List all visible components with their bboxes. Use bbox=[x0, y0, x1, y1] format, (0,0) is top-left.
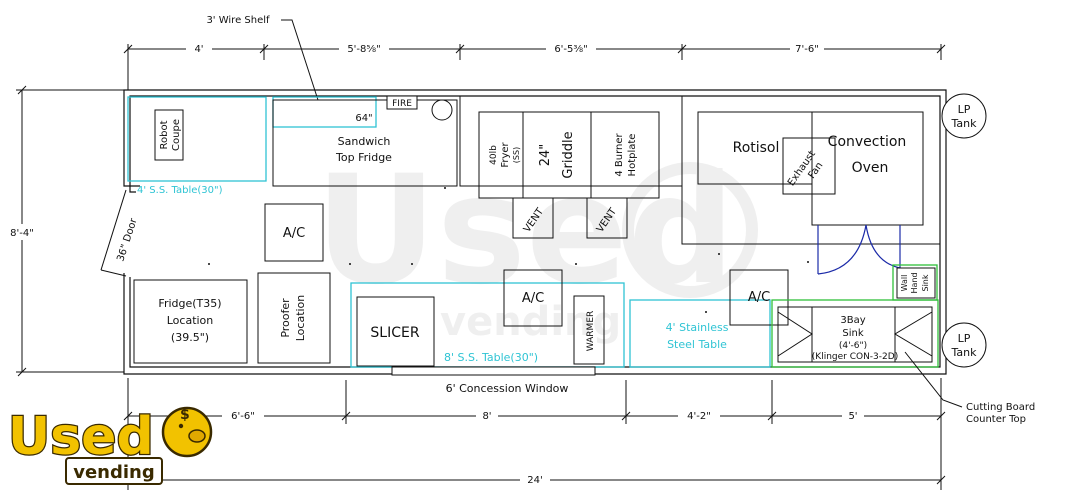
hand-sink-zone bbox=[892, 264, 938, 301]
convection-oven bbox=[811, 111, 924, 226]
fryer-label-3: (SS) bbox=[512, 147, 521, 163]
shelf-64-label: 64" bbox=[355, 113, 372, 124]
dim-bottom-1: 6'-6" bbox=[231, 411, 255, 422]
hand-sink-label-2: Hand bbox=[910, 272, 919, 293]
ac-label-1: A/C bbox=[283, 226, 305, 241]
cutting-board-leader bbox=[904, 351, 963, 408]
three-bay-sink bbox=[777, 306, 933, 363]
ss-table-8ft-label: 8' S.S. Table(30") bbox=[444, 351, 538, 364]
ss-table-4ft-label: 4' S.S. Table(30") bbox=[137, 185, 223, 196]
hand-sink-label-3: Sink bbox=[921, 274, 930, 291]
dim-top-1: 4' bbox=[194, 44, 203, 55]
top-dimension-labels: 4' 5'-8⅝" 6'-5⅜" 7'-6" bbox=[186, 40, 824, 56]
stainless-table-4ft bbox=[629, 299, 771, 368]
bottom-dimension-labels: 6'-6" 8' 4'-2" 5' 24' bbox=[222, 409, 864, 487]
height-label: 8'-4" bbox=[10, 228, 34, 239]
fridge-location bbox=[133, 279, 248, 364]
vent-2 bbox=[586, 197, 628, 239]
dim-top-2: 5'-8⅝" bbox=[347, 44, 380, 55]
sink-label-1: 3Bay bbox=[840, 315, 865, 326]
lp-label-2a: LP bbox=[958, 332, 971, 345]
exhaust-fan bbox=[782, 137, 836, 195]
oven-zone bbox=[681, 95, 941, 245]
griddle-label-2: Griddle bbox=[561, 131, 576, 178]
slicer bbox=[356, 296, 435, 367]
wall-hand-sink bbox=[896, 267, 936, 299]
cutting-board-label-2: Counter Top bbox=[966, 414, 1026, 425]
convection-label-1: Convection bbox=[828, 134, 907, 150]
stainless-label-1: 4' Stainless bbox=[666, 321, 729, 334]
fridge-label-2: Location bbox=[167, 314, 214, 327]
ac-label-2: A/C bbox=[522, 291, 544, 306]
stainless-label-2: Steel Table bbox=[667, 338, 727, 351]
hotplate-label-2: Hotplate bbox=[627, 134, 638, 177]
robot-coupe-label-2: Coupe bbox=[171, 119, 182, 151]
warmer-label: WARMER bbox=[586, 311, 596, 352]
fridge-label-3: (39.5") bbox=[171, 331, 209, 344]
sandwich-top-fridge bbox=[272, 99, 458, 187]
watermark: Used vending bbox=[315, 144, 758, 345]
dim-overall: 24' bbox=[527, 475, 542, 486]
fire-label: FIRE bbox=[392, 99, 412, 109]
door bbox=[100, 189, 127, 277]
dim-bottom-4: 5' bbox=[848, 411, 857, 422]
sink-label-4: (Klinger CON-3-2D) bbox=[812, 352, 898, 362]
proofer-label-2: Location bbox=[294, 295, 307, 342]
ss-table-4ft bbox=[127, 96, 267, 182]
svg-text:Used: Used bbox=[315, 144, 735, 318]
griddle-label-1: 24" bbox=[538, 144, 553, 167]
dim-bottom-2: 8' bbox=[482, 411, 491, 422]
oven-doors bbox=[817, 224, 901, 275]
wire-shelf-leader bbox=[281, 19, 319, 101]
lp-label-2b: Tank bbox=[951, 346, 978, 359]
vent-1 bbox=[512, 197, 554, 239]
svg-text:$: $ bbox=[180, 407, 190, 423]
ac-unit-3 bbox=[729, 269, 789, 326]
used-vending-logo: Used $ vending bbox=[7, 406, 213, 485]
dim-bottom-3: 4'-2" bbox=[687, 411, 711, 422]
sandwich-label-1: Sandwich bbox=[338, 135, 391, 148]
lp-label-1a: LP bbox=[958, 103, 971, 116]
concession-window-label: 6' Concession Window bbox=[446, 382, 569, 395]
robot-coupe-label-1: Robot bbox=[159, 120, 170, 149]
fire-extinguisher bbox=[386, 95, 418, 110]
dim-top-3: 6'-5⅜" bbox=[554, 44, 587, 55]
ac-label-3: A/C bbox=[748, 290, 770, 305]
hand-sink-label-1: Wall bbox=[900, 275, 909, 292]
fryer-label-2: Fryer bbox=[500, 141, 511, 167]
rotisol-label: Rotisol bbox=[733, 140, 780, 156]
fryer-label-1: 40lb bbox=[489, 145, 499, 165]
sink-label-3: (4'-6") bbox=[839, 341, 867, 351]
concession-window bbox=[391, 366, 596, 376]
floor-drain bbox=[431, 99, 453, 121]
wire-shelf-callout: 3' Wire Shelf bbox=[206, 15, 270, 26]
cutting-board-counter bbox=[771, 299, 939, 368]
robot-coupe bbox=[154, 109, 184, 161]
pig-icon bbox=[161, 406, 213, 458]
cutting-board-label-1: Cutting Board bbox=[966, 402, 1035, 413]
hotplate-label-1: 4 Burner bbox=[614, 132, 625, 176]
reference-dots bbox=[208, 187, 809, 313]
proofer-label-1: Proofer bbox=[279, 298, 292, 338]
svg-text:vending: vending bbox=[73, 462, 155, 483]
warmer bbox=[573, 295, 605, 365]
fridge-label-1: Fridge(T35) bbox=[158, 297, 221, 310]
convection-label-2: Oven bbox=[852, 160, 889, 176]
sink-label-2: Sink bbox=[842, 328, 863, 339]
slicer-label: SLICER bbox=[370, 325, 419, 341]
door-label: 36" Door bbox=[115, 216, 140, 263]
ac-unit-1 bbox=[264, 203, 324, 262]
svg-text:vending: vending bbox=[440, 299, 621, 345]
sandwich-label-2: Top Fridge bbox=[335, 151, 392, 164]
ac-unit-2 bbox=[503, 269, 563, 327]
proofer-location bbox=[257, 272, 331, 364]
dim-top-4: 7'-6" bbox=[795, 44, 819, 55]
lp-label-1b: Tank bbox=[951, 117, 978, 130]
lp-tank-2 bbox=[941, 322, 987, 368]
lp-tank-1 bbox=[941, 93, 987, 139]
